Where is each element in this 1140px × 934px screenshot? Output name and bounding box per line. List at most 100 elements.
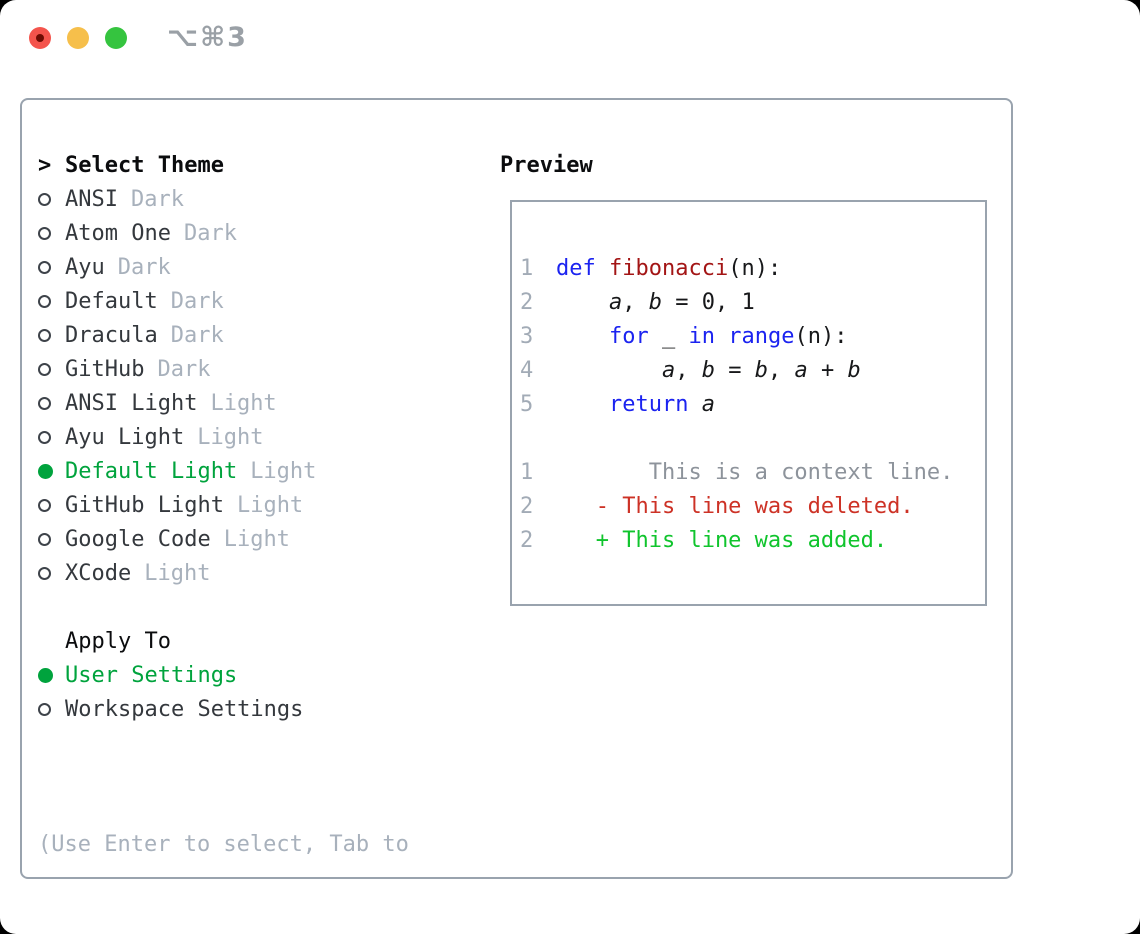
radio-icon [38, 328, 51, 342]
theme-option-variant: Light [197, 424, 264, 450]
preview-code-line: 4 a, b = b, a + b [520, 353, 985, 387]
theme-option[interactable]: Atom One Dark [38, 216, 508, 250]
line-content: a, b = 0, 1 [608, 289, 755, 315]
preview-code-line: 2 - This line was deleted. [520, 489, 985, 523]
line-number: 4 [520, 357, 534, 383]
apply-to-option-label: Workspace Settings [65, 696, 304, 722]
radio-icon [38, 362, 51, 376]
line-number: 2 [520, 289, 534, 315]
radio-icon [38, 226, 51, 240]
close-button-icon[interactable] [29, 27, 51, 49]
theme-option-label: ANSI [65, 186, 118, 212]
theme-option-variant: Dark [117, 254, 171, 280]
preview-code-line [520, 421, 985, 455]
theme-option-label: GitHub [65, 356, 145, 382]
preview-code: 1 def fibonacci(n): 2 a, b = 0, 1 3 for … [520, 251, 985, 557]
preview-code-line: 1 This is a context line. [520, 455, 985, 489]
line-content: return a [608, 391, 715, 417]
theme-option-label: Atom One [65, 220, 171, 246]
line-number: 1 [520, 459, 534, 485]
theme-option-label: ANSI Light [65, 390, 198, 416]
radio-icon [38, 294, 51, 308]
theme-option[interactable]: GitHub Dark [38, 352, 508, 386]
theme-option-label: Google Code [65, 526, 211, 552]
apply-to-option[interactable]: Workspace Settings [38, 692, 508, 726]
theme-option[interactable]: ANSI Dark [38, 182, 508, 216]
theme-option[interactable]: Ayu Light Light [38, 420, 508, 454]
radio-icon [38, 430, 51, 444]
radio-icon [38, 667, 53, 683]
theme-option-variant: Dark [183, 220, 237, 246]
line-number: 3 [520, 323, 534, 349]
radio-icon [38, 463, 53, 479]
line-content: a, b = b, a + b [661, 357, 861, 383]
preview-pane: 1 def fibonacci(n): 2 a, b = 0, 1 3 for … [510, 200, 987, 606]
preview-code-line: 2 a, b = 0, 1 [520, 285, 985, 319]
help-text: (Use Enter to select, Tab to change focu… [38, 760, 409, 934]
radio-icon [38, 532, 51, 546]
theme-list: > Select Theme ANSI Dark Atom One Dark A… [38, 148, 508, 590]
theme-option-variant: Dark [130, 186, 184, 212]
theme-option[interactable]: GitHub Light Light [38, 488, 508, 522]
radio-icon [38, 566, 51, 580]
theme-option[interactable]: XCode Light [38, 556, 508, 590]
theme-option-label: Ayu Light [65, 424, 185, 450]
radio-icon [38, 702, 51, 716]
theme-option-variant: Dark [157, 356, 211, 382]
help-line: (Use Enter to select, Tab to [38, 832, 409, 857]
theme-option-label: Dracula [65, 322, 158, 348]
radio-icon [38, 260, 51, 274]
theme-option-variant: Light [223, 526, 290, 552]
theme-option-variant: Light [210, 390, 277, 416]
line-content: This is a context line. [556, 459, 954, 485]
apply-to-option-label: User Settings [65, 662, 238, 688]
line-number: 5 [520, 391, 534, 417]
line-content: def fibonacci(n): [556, 255, 782, 281]
theme-options: ANSI Dark Atom One Dark Ayu Dark Default… [38, 182, 508, 590]
line-number: 2 [520, 493, 534, 519]
line-content: + This line was added. [556, 527, 888, 553]
theme-option-variant: Light [250, 458, 317, 484]
line-content: - This line was deleted. [556, 493, 914, 519]
radio-icon [38, 192, 51, 206]
theme-option-variant: Light [144, 560, 211, 586]
theme-picker-panel: > Select Theme ANSI Dark Atom One Dark A… [20, 98, 1013, 879]
theme-list-title: Select Theme [65, 152, 224, 178]
preview-code-line: 3 for _ in range(n): [520, 319, 985, 353]
theme-option[interactable]: ANSI Light Light [38, 386, 508, 420]
theme-option[interactable]: Default Light Light [38, 454, 508, 488]
preview-code-line: 2 + This line was added. [520, 523, 985, 557]
radio-icon [38, 396, 51, 410]
apply-to-options: User Settings Workspace Settings [38, 658, 508, 726]
theme-option[interactable]: Ayu Dark [38, 250, 508, 284]
line-content: for _ in range(n): [608, 323, 848, 349]
preview-code-line: 1 def fibonacci(n): [520, 251, 985, 285]
line-number: 2 [520, 527, 534, 553]
apply-to-title: Apply To [65, 628, 171, 654]
theme-option-label: Default [65, 288, 158, 314]
focus-caret-icon: > [38, 152, 52, 178]
apply-to-option[interactable]: User Settings [38, 658, 508, 692]
theme-option-variant: Dark [170, 322, 224, 348]
theme-option-label: GitHub Light [65, 492, 224, 518]
theme-option-variant: Dark [170, 288, 224, 314]
zoom-button-icon[interactable] [105, 27, 127, 49]
apply-to-header-row: Apply To [38, 624, 508, 658]
preview-title: Preview [500, 153, 593, 178]
theme-option-variant: Light [236, 492, 304, 518]
theme-list-header: > Select Theme [38, 148, 508, 182]
theme-option[interactable]: Dracula Dark [38, 318, 508, 352]
window-shortcut-label: ⌥⌘3 [167, 22, 248, 53]
theme-option-label: Default Light [65, 458, 238, 484]
line-number: 1 [520, 255, 534, 281]
window-controls [29, 27, 127, 49]
help-line: change focus) [38, 930, 409, 934]
theme-option[interactable]: Default Dark [38, 284, 508, 318]
minimize-button-icon[interactable] [67, 27, 89, 49]
theme-option-label: Ayu [65, 254, 105, 280]
apply-to-section: Apply To User Settings Workspace Setting… [38, 624, 508, 726]
radio-icon [38, 498, 51, 512]
theme-option[interactable]: Google Code Light [38, 522, 508, 556]
preview-code-line: 5 return a [520, 387, 985, 421]
